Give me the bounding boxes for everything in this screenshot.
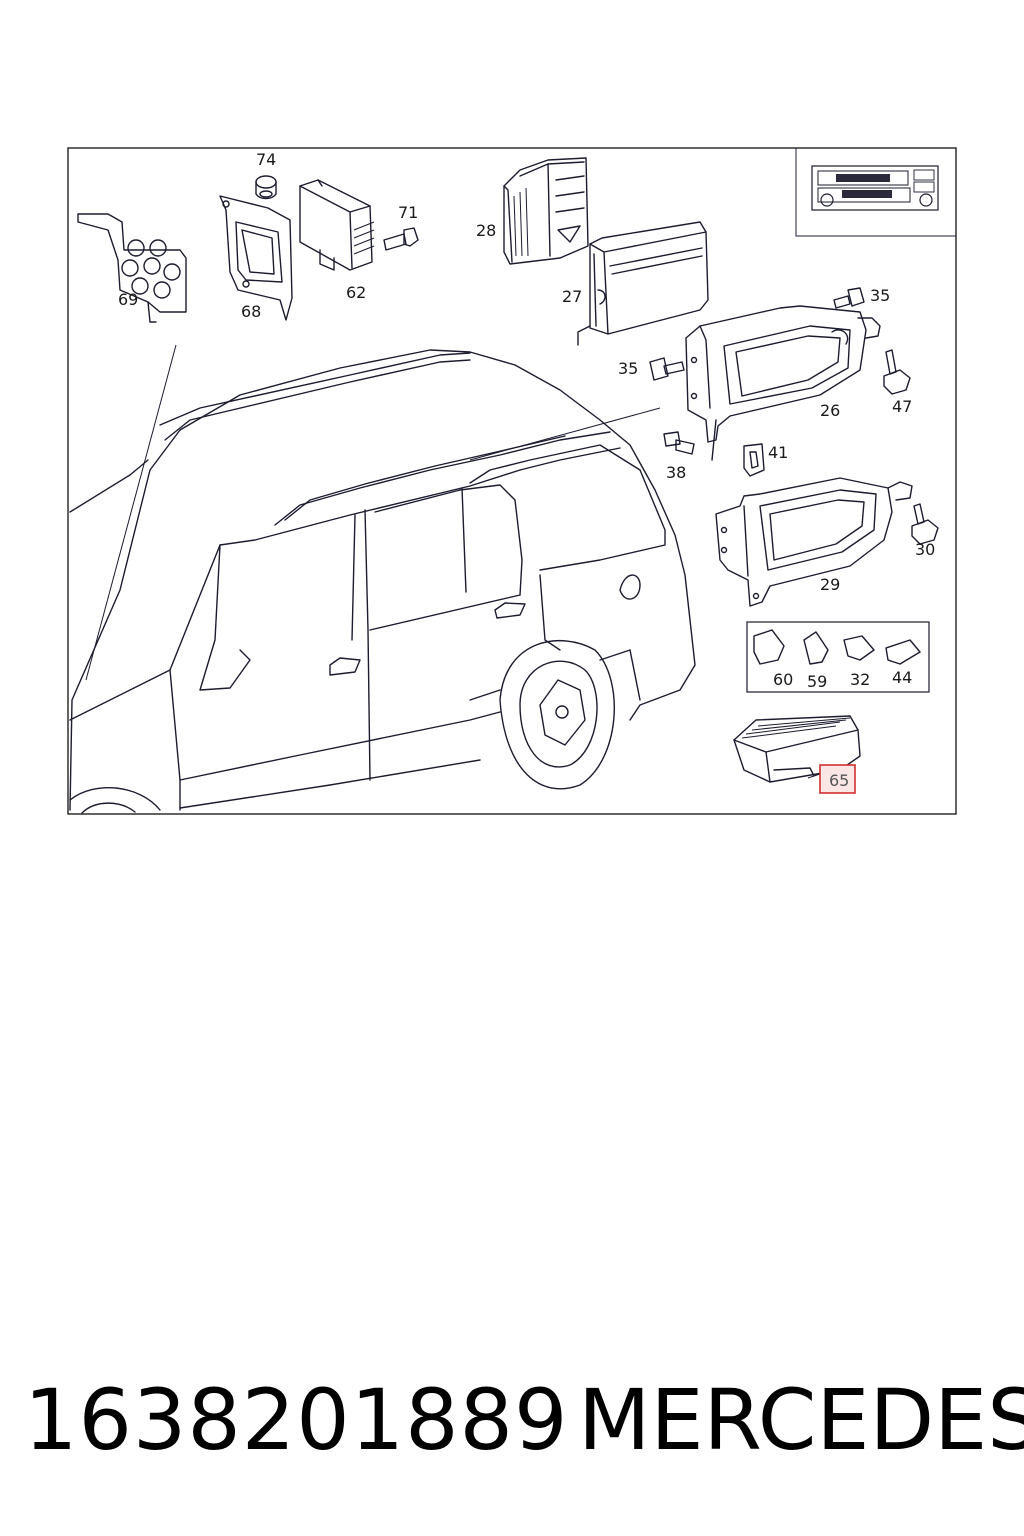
radio-inset (795, 148, 956, 237)
callout-60: 60 (773, 670, 793, 689)
part-68-frame (219, 195, 293, 321)
part-30-screw (911, 503, 939, 545)
callout-32: 32 (850, 670, 870, 689)
car-outline (69, 349, 696, 814)
callout-35-lower: 35 (618, 359, 638, 378)
callout-69: 69 (118, 290, 138, 309)
part-74-grommet (255, 175, 277, 200)
callout-35-upper: 35 (870, 286, 890, 305)
callout-27: 27 (562, 287, 582, 306)
part-26-bracket (685, 305, 881, 461)
callout-74: 74 (256, 150, 276, 169)
callout-71: 71 (398, 203, 418, 222)
part-28-module (503, 157, 589, 265)
part-29-bracket (715, 477, 913, 607)
callout-38: 38 (666, 463, 686, 482)
part-41-clip (743, 443, 765, 477)
brand-name: MERCEDES (578, 1371, 1024, 1469)
diagram-frame (67, 147, 957, 815)
leader-lines (85, 344, 833, 779)
part-69-bracket (77, 213, 187, 323)
part-number: 1638201889 (24, 1371, 569, 1469)
part-62-module (299, 179, 375, 271)
callout-28: 28 (476, 221, 496, 240)
callout-29: 29 (820, 575, 840, 594)
callout-65: 65 (829, 771, 849, 790)
callout-26: 26 (820, 401, 840, 420)
callout-68: 68 (241, 302, 261, 321)
part-35-bolt-upper (833, 287, 865, 309)
part-27-unit (577, 221, 709, 346)
callout-65-highlight: 65 (819, 764, 856, 794)
callout-44: 44 (892, 668, 912, 687)
part-38-screw (663, 431, 695, 455)
part-47-screw (883, 349, 911, 395)
part-65-amplifier (733, 715, 861, 783)
callout-41: 41 (768, 443, 788, 462)
callout-62: 62 (346, 283, 366, 302)
part-71-bolt (383, 227, 419, 251)
parts-diagram: 74 71 28 69 68 62 27 35 35 47 26 38 41 3… (67, 147, 957, 815)
clips-inset (746, 621, 930, 693)
caption: 1638201889 MERCEDES (0, 1370, 1024, 1480)
callout-30: 30 (915, 540, 935, 559)
part-35-bolt-lower (649, 357, 685, 381)
callout-59: 59 (807, 672, 827, 691)
callout-47: 47 (892, 397, 912, 416)
